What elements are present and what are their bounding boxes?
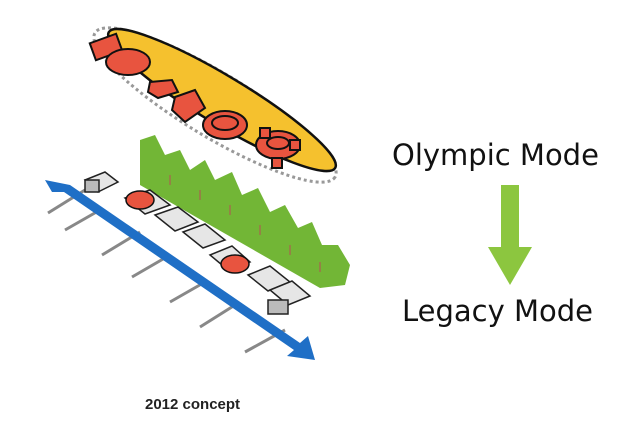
caption: 2012 concept: [145, 396, 241, 413]
park-area: [140, 135, 350, 288]
trees: [169, 175, 321, 272]
olympic-legacy-illustration: [45, 26, 350, 360]
river-arrow: [45, 180, 315, 360]
down-arrow-icon: [488, 185, 532, 285]
legacy-mode-label: Legacy Mode: [402, 294, 594, 328]
legacy-venues: [125, 190, 250, 274]
olympic-venues: [88, 32, 301, 169]
olympic-mode-label: Olympic Mode: [392, 138, 599, 172]
olympic-platform: [106, 27, 338, 173]
